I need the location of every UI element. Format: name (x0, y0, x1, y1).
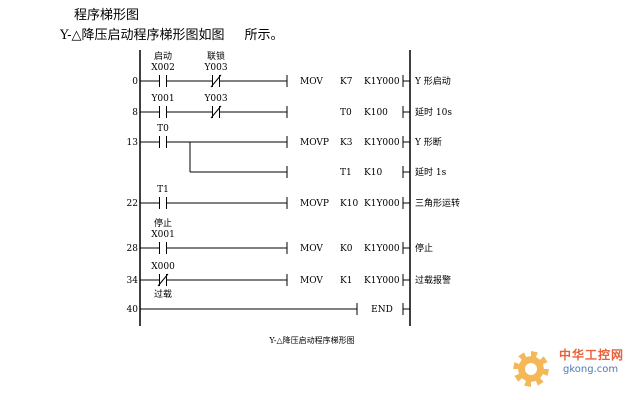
instruction-operand-dst: K100 (364, 108, 388, 118)
rung-comment: Y 形断 (414, 136, 442, 148)
instruction-operand-src: T1 (340, 168, 352, 178)
contact-address: Y003 (203, 63, 227, 73)
contact-nc-slash (210, 105, 222, 119)
instruction-operand-src: K3 (340, 138, 353, 148)
step-number: 0 (132, 77, 138, 87)
step-number: 34 (127, 276, 139, 286)
instruction-operand-dst: K1Y000 (364, 276, 400, 286)
figure-caption: Y-△降压启动程序梯形图 (268, 335, 354, 345)
instruction-operand-dst: K10 (364, 168, 382, 178)
instruction-operand-dst: K1Y000 (364, 138, 400, 148)
step-number: 13 (127, 138, 139, 148)
contact-label: 启动 (154, 50, 172, 62)
watermark-url: gkong.com (563, 364, 619, 375)
contact-address: T1 (157, 185, 169, 195)
gear-icon (513, 351, 549, 387)
instruction-operand-src: K7 (340, 77, 353, 87)
instruction-operand-dst: K1Y000 (364, 77, 400, 87)
instruction-op: END (371, 305, 393, 315)
rung-comment: 过载报警 (415, 274, 451, 286)
contact-address: Y001 (150, 94, 174, 104)
intro-text-b: 所示。 (244, 28, 284, 43)
watermark-title: 中华工控网 (559, 348, 625, 362)
instruction-operand-src: K0 (340, 244, 353, 254)
intro-text: Y-△降压启动程序梯形图如图 所示。 (60, 24, 284, 43)
instruction-op: MOV (300, 276, 323, 286)
instruction-operand-dst: K1Y000 (364, 244, 400, 254)
instruction-op: MOV (300, 77, 323, 87)
rung-comment: 停止 (415, 242, 433, 254)
contact-nc-slash (210, 74, 222, 88)
contact-address: X001 (151, 230, 175, 240)
contact-address: Y003 (203, 94, 227, 104)
instruction-operand-dst: K1Y000 (364, 199, 400, 209)
contact-address: X000 (151, 262, 175, 272)
step-number: 8 (132, 108, 138, 118)
rung-comment: 延时 1s (415, 166, 447, 178)
watermark: 中华工控网 gkong.com (505, 344, 640, 394)
rung-comment: 三角形运转 (415, 197, 460, 209)
contact-label: 过载 (154, 288, 172, 300)
instruction-op: MOVP (300, 199, 329, 209)
contact-address: T0 (157, 124, 169, 134)
instruction-operand-src: T0 (340, 108, 352, 118)
instruction-op: MOVP (300, 138, 329, 148)
step-number: 28 (127, 244, 139, 254)
intro-text-a: Y-△降压启动程序梯形图如图 (60, 28, 225, 43)
instruction-op: MOV (300, 244, 323, 254)
instruction-operand-src: K1 (340, 276, 352, 286)
step-number: 40 (127, 305, 139, 315)
contact-address: X002 (151, 63, 175, 73)
contact-label: 联锁 (207, 50, 225, 62)
rung-comment: 延时 10s (415, 106, 452, 118)
section-title: 程序梯形图 (74, 8, 140, 23)
step-number: 22 (127, 199, 138, 209)
rung-comment: Y 形启动 (414, 75, 451, 87)
contact-label: 停止 (154, 217, 172, 229)
instruction-operand-src: K10 (340, 199, 358, 209)
contact-nc-slash (157, 273, 169, 287)
